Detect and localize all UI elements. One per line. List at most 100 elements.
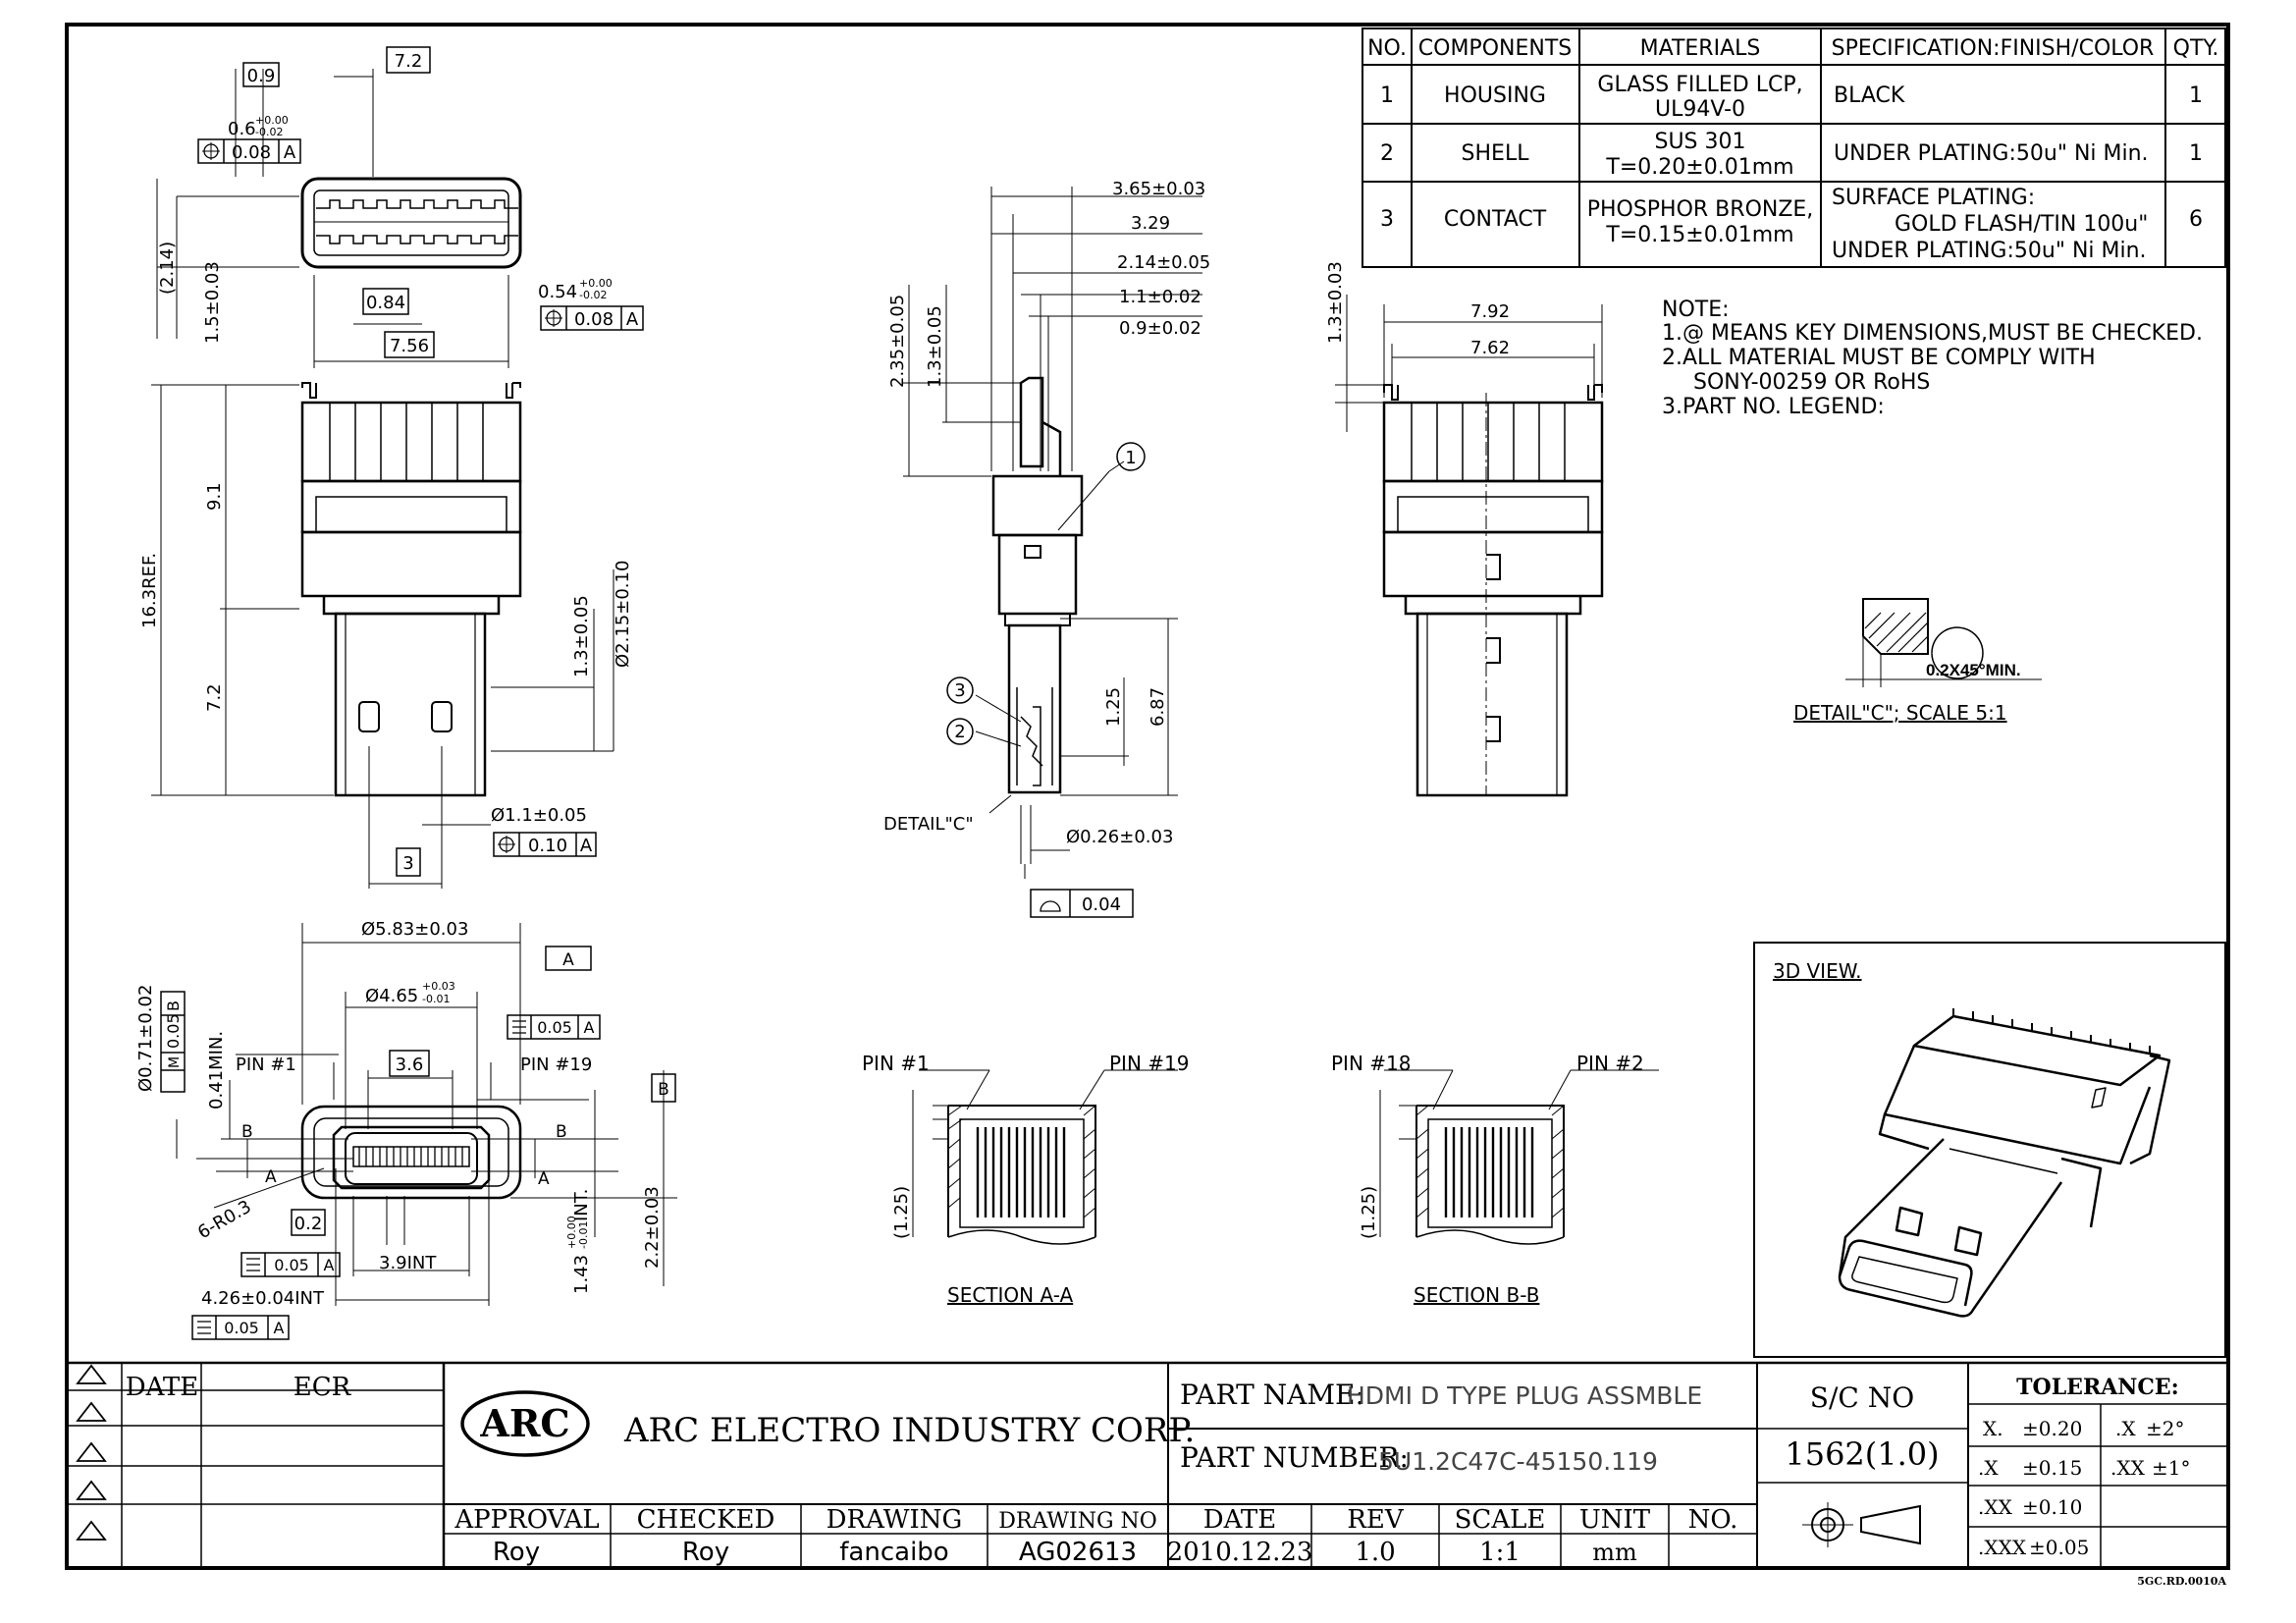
bom-row2-spec: UNDER PLATING:50u" Ni Min. — [1834, 141, 2149, 166]
note-3: 3.PART NO. LEGEND: — [1662, 395, 1885, 419]
dim-2.2: 2.2±0.03 — [642, 1186, 663, 1269]
dim-9.1: 9.1 — [204, 482, 225, 511]
label-date: DATE — [1203, 1505, 1277, 1535]
bom-row3-component: CONTACT — [1444, 207, 1547, 232]
dim-7.2-front: 7.2 — [204, 683, 225, 712]
bom-header-components: COMPONENTS — [1418, 36, 1572, 61]
tol-r2-b: ±0.15 — [2022, 1456, 2082, 1480]
balloon-2: 2 — [954, 722, 965, 742]
sc-no-value: 1562(1.0) — [1785, 1435, 1939, 1473]
right-view-dims: 7.92 7.62 1.3±0.03 — [1325, 261, 1510, 358]
section-aa-dim: (1.25) — [891, 1186, 912, 1239]
bom-row1-material-line1: GLASS FILLED LCP, — [1597, 73, 1802, 97]
dim-7.2: 7.2 — [395, 51, 423, 72]
dim-3: 3 — [402, 853, 413, 874]
section-marker-b-left: B — [241, 1122, 253, 1142]
dim-0.05-flat-3: 0.05 — [224, 1319, 259, 1337]
dim-3.29: 3.29 — [1131, 213, 1170, 234]
bom-header-no: NO. — [1367, 36, 1407, 61]
rev-header-date: DATE — [126, 1373, 199, 1402]
section-aa-view: PIN #1 PIN #19 (1.25) SECTION A-A — [862, 1052, 1189, 1307]
dim-0.04: 0.04 — [1082, 894, 1121, 915]
section-bb-dim: (1.25) — [1359, 1186, 1379, 1239]
dim-16.3ref: 16.3REF. — [139, 553, 160, 628]
datum-a-flat: A — [584, 1018, 595, 1037]
bom-row1-qty: 1 — [2189, 83, 2203, 108]
bom-row3-spec-line1: SURFACE PLATING: — [1832, 186, 2035, 210]
tol-r1-c: .X — [2115, 1417, 2136, 1440]
dim-0.08-right: 0.08 — [574, 309, 614, 330]
part-number-label: PART NUMBER: — [1180, 1441, 1409, 1474]
bom-row2-component: SHELL — [1462, 141, 1530, 166]
section-bb-pin-2: PIN #2 — [1576, 1052, 1644, 1075]
detail-c-view: 0.2X45°MIN. DETAIL"C"; SCALE 5:1 — [1793, 598, 2042, 725]
dim-3.9int: 3.9INT — [379, 1253, 437, 1273]
three-d-title: 3D VIEW. — [1773, 959, 1862, 983]
bom-row2-material-line1: SUS 301 — [1654, 130, 1745, 154]
dim-0.26: Ø0.26±0.03 — [1066, 827, 1173, 847]
label-unit: UNIT — [1579, 1505, 1651, 1535]
section-marker-a-right: A — [538, 1169, 550, 1189]
dim-3.65: 3.65±0.03 — [1112, 179, 1205, 199]
tol-r3-a: .XX — [1978, 1495, 2013, 1519]
dim-1.43-lower: -0.01 — [577, 1221, 590, 1249]
bom-row3-material-line2: T=0.15±0.01mm — [1605, 223, 1793, 247]
tol-r1-a: X. — [1983, 1417, 2003, 1440]
pin-1-label: PIN #1 — [236, 1055, 296, 1075]
tol-r2-a: .X — [1978, 1456, 1999, 1480]
label-approval: APPROVAL — [454, 1505, 599, 1535]
front-view-dims: 16.3REF. 9.1 7.2 1.3±0.05 Ø2.15±0.10 Ø1.… — [139, 482, 633, 877]
section-bb-view: PIN #18 PIN #2 (1.25) SECTION B-B — [1331, 1052, 1659, 1307]
dim-0.84: 0.84 — [366, 293, 405, 313]
value-unit: mm — [1592, 1539, 1637, 1566]
notes: NOTE: 1.@ MEANS KEY DIMENSIONS,MUST BE C… — [1662, 298, 2203, 419]
dim-1.1-side: 1.1±0.02 — [1119, 287, 1201, 307]
bom-row3-qty: 6 — [2189, 207, 2203, 232]
end-view-dims: Ø5.83±0.03 Ø4.65 +0.03 -0.01 3.6 Ø0.71±0… — [135, 919, 676, 1340]
mmc-symbol: M — [167, 1056, 183, 1068]
bom-row2-material-line2: T=0.20±0.01mm — [1605, 155, 1793, 180]
datum-a-flat-2: A — [324, 1256, 335, 1274]
value-rev: 1.0 — [1355, 1538, 1395, 1567]
dim-1.5: 1.5±0.03 — [202, 261, 223, 344]
rev-header-ecr: ECR — [294, 1373, 352, 1402]
tol-r2-d: ±1° — [2152, 1456, 2190, 1480]
dim-1.3-right: 1.3±0.03 — [1325, 261, 1346, 344]
bom-row3-material-line1: PHOSPHOR BRONZE, — [1587, 197, 1814, 222]
top-view — [156, 69, 522, 368]
dim-0.9: 0.9 — [247, 66, 276, 86]
end-view — [176, 923, 677, 1306]
datum-a-flat-3: A — [274, 1319, 285, 1337]
tol-r2-c: .XX — [2110, 1456, 2146, 1480]
bom-row1-material-line2: UL94V-0 — [1655, 97, 1745, 122]
dim-2.15: Ø2.15±0.10 — [613, 561, 633, 668]
value-drawing-no: AG02613 — [1019, 1538, 1137, 1567]
section-marker-b-right: B — [556, 1122, 567, 1142]
sheet-border — [65, 23, 2230, 1570]
pin-19-label: PIN #19 — [520, 1055, 592, 1075]
dim-1.43: 1.43 — [571, 1255, 592, 1294]
dim-0.08-top: 0.08 — [232, 142, 271, 163]
dim-2.14: (2.14) — [157, 242, 178, 295]
title-block-text: DATE ECR ARC ARC ELECTRO INDUSTRY CORP. … — [126, 1373, 2227, 1588]
company-logo: ARC — [479, 1401, 569, 1445]
tol-r1-d: ±2° — [2146, 1417, 2184, 1440]
label-scale: SCALE — [1455, 1505, 1546, 1535]
sc-no-label: S/C NO — [1810, 1381, 1914, 1414]
dim-1.1: Ø1.1±0.05 — [491, 805, 587, 826]
note-2b: SONY-00259 OR RoHS — [1693, 370, 1930, 395]
dim-1.25: 1.25 — [1103, 687, 1124, 727]
balloon-3: 3 — [954, 680, 965, 701]
dim-6.87: 6.87 — [1148, 687, 1168, 727]
dim-2.14: 2.14±0.05 — [1117, 252, 1210, 273]
datum-b-ref: B — [164, 1001, 183, 1011]
dim-0.54-lower: -0.02 — [579, 289, 607, 301]
tol-r1-b: ±0.20 — [2022, 1417, 2082, 1440]
section-marker-a-left: A — [265, 1167, 277, 1187]
bom-row3-spec-line3: UNDER PLATING:50u" Ni Min. — [1832, 239, 2147, 263]
value-drawing: fancaibo — [839, 1538, 948, 1567]
tol-r4-a: .XXX — [1978, 1536, 2027, 1559]
part-name-label: PART NAME: — [1180, 1379, 1364, 1411]
side-view — [903, 187, 1202, 879]
